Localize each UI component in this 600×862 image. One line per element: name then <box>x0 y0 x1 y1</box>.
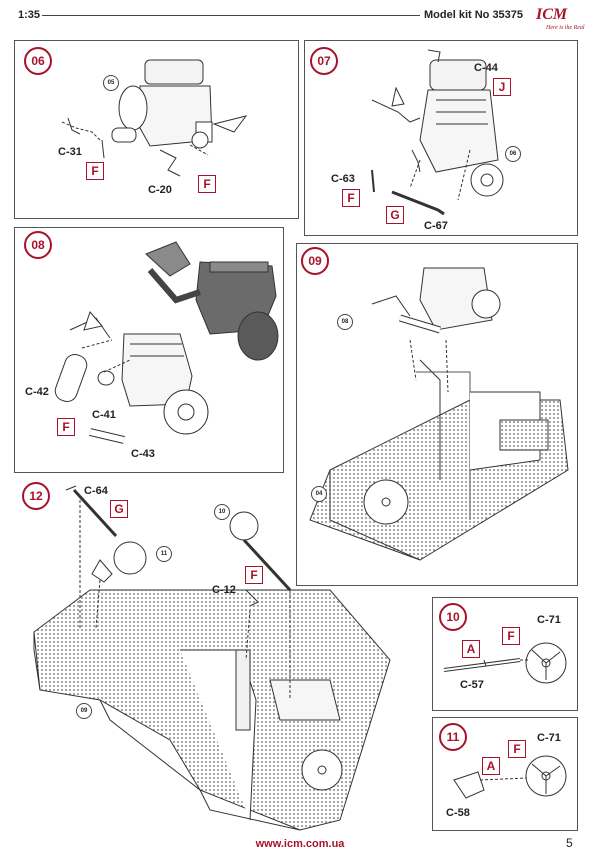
part-c67: C-67 <box>424 220 448 232</box>
part-c57: C-57 <box>460 679 484 691</box>
scale-label: 1:35 <box>18 9 41 21</box>
part-c44: C-44 <box>474 62 498 74</box>
tag-f-07: F <box>342 189 360 207</box>
part-c20: C-20 <box>148 184 172 196</box>
step-07-badge: 07 <box>310 47 338 75</box>
tag-f-11: F <box>508 740 526 758</box>
ref-05: 05 <box>103 75 119 91</box>
ref-09: 09 <box>76 703 92 719</box>
footer-url[interactable]: www.icm.com.ua <box>255 838 345 850</box>
part-c71-11: C-71 <box>537 732 561 744</box>
step-11-badge: 11 <box>439 723 467 751</box>
part-c63: C-63 <box>331 173 355 185</box>
part-c31: C-31 <box>58 146 82 158</box>
part-c58: C-58 <box>446 807 470 819</box>
step-09-badge: 09 <box>301 247 329 275</box>
step-12-badge: 12 <box>22 482 50 510</box>
ref-04: 04 <box>311 486 327 502</box>
header-rule <box>42 15 420 16</box>
kit-title: Model kit No 35375 <box>424 9 524 21</box>
ref-10: 10 <box>214 504 230 520</box>
page-number: 5 <box>566 836 573 850</box>
tag-a-11: A <box>482 757 500 775</box>
tag-g-07: G <box>386 206 404 224</box>
part-c71-10: C-71 <box>537 614 561 626</box>
ref-06: 06 <box>505 146 521 162</box>
tag-f-10: F <box>502 627 520 645</box>
tag-f-06a: F <box>86 162 104 180</box>
tag-f-06b: F <box>198 175 216 193</box>
part-c41: C-41 <box>92 409 116 421</box>
tag-g-12: G <box>110 500 128 518</box>
step-08-badge: 08 <box>24 231 52 259</box>
part-c12: C-12 <box>212 584 236 596</box>
ref-08: 08 <box>337 314 353 330</box>
icm-logo: ICM Here is the Real <box>536 6 585 31</box>
part-c42: C-42 <box>25 386 49 398</box>
tag-j: J <box>493 78 511 96</box>
step-06-badge: 06 <box>24 47 52 75</box>
part-c43: C-43 <box>131 448 155 460</box>
step-10-badge: 10 <box>439 603 467 631</box>
tag-a-10: A <box>462 640 480 658</box>
part-c64: C-64 <box>84 485 108 497</box>
tag-f-08: F <box>57 418 75 436</box>
ref-11: 11 <box>156 546 172 562</box>
tag-f-12: F <box>245 566 263 584</box>
